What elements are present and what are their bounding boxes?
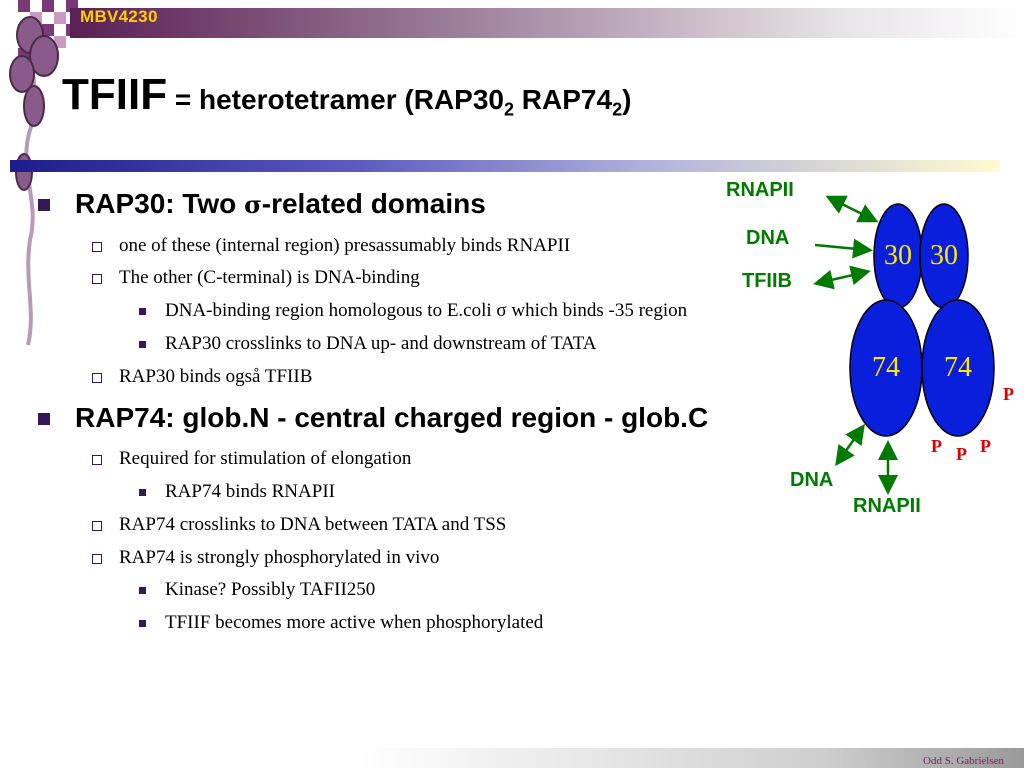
arrow-rnapii-top (825, 195, 879, 223)
course-code: MBV4230 (80, 7, 158, 26)
footer-bar (0, 748, 1024, 768)
label-rnapii-bottom: RNAPII (853, 495, 921, 517)
sigma-symbol: σ (244, 190, 262, 219)
sub-bullet: one of these (internal region) presassum… (91, 235, 571, 256)
tfiif-diagram (813, 195, 995, 495)
sub-bullet: Required for stimulation of elongation (91, 448, 412, 469)
arrow-tfiib (813, 265, 871, 290)
corner-decoration (9, 0, 78, 346)
phospho-label: P (931, 436, 942, 456)
sub-sub-bullet: DNA-binding region homologous to E.coli … (138, 300, 688, 321)
sub-bullet: RAP30 binds også TFIIB (91, 366, 313, 387)
arrow-dna-bottom (835, 423, 865, 467)
label-dna-bottom: DNA (790, 469, 834, 491)
phospho-label: P (956, 444, 967, 464)
header-bar (70, 8, 1024, 38)
sub-bullet: The other (C-terminal) is DNA-binding (92, 267, 420, 288)
slide-title: TFIIF = heterotetramer (RAP302 RAP742) (62, 70, 631, 121)
phospho-label: P (1003, 384, 1014, 404)
title-divider (10, 160, 1000, 172)
label-tfiib: TFIIB (742, 270, 792, 292)
sub-sub-bullet: Kinase? Possibly TAFII250 (138, 579, 376, 600)
title-main: TFIIF (62, 70, 168, 119)
sub-bullet: RAP74 is strongly phosphorylated in vivo (91, 547, 440, 568)
label-rnapii-top: RNAPII (726, 179, 794, 201)
phospho-label: P (980, 436, 991, 456)
bullet-rap74: RAP74: glob.N - central charged region -… (37, 402, 709, 433)
sub-sub-bullet: RAP74 binds RNAPII (139, 481, 335, 502)
subunit-label: 30 (884, 240, 912, 271)
subunit-label: 74 (944, 352, 972, 383)
arrow-dna-top (814, 238, 873, 259)
sub-sub-bullet: RAP30 crosslinks to DNA up- and downstre… (138, 333, 597, 354)
sub-bullet: RAP74 crosslinks to DNA between TATA and… (91, 514, 507, 535)
author-credit: Odd S. Gabrielsen (923, 755, 1004, 767)
title-rest: = heterotetramer (RAP302 RAP742) (167, 84, 632, 120)
bullet-rap30: RAP30: Two σ-related domains (38, 188, 486, 219)
rap74-subunit-right (921, 299, 995, 437)
label-dna-top: DNA (746, 227, 790, 249)
sub-sub-bullet: TFIIF becomes more active when phosphory… (138, 612, 544, 633)
subunit-label: 74 (872, 352, 900, 383)
subunit-label: 30 (930, 240, 958, 271)
